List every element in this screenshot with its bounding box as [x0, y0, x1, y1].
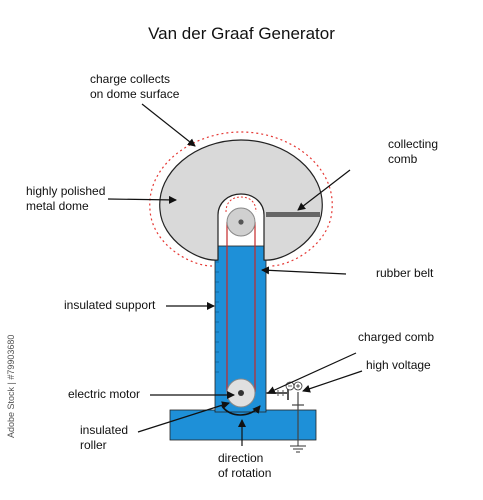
- diagram-title: Van der Graaf Generator: [148, 24, 335, 43]
- label-insulated-roller-2: roller: [80, 438, 107, 452]
- arrow-high-voltage: [302, 370, 363, 393]
- label-collecting-comb-1: collecting: [388, 137, 439, 151]
- label-rotation-1: direction: [218, 451, 264, 465]
- label-insulated-roller-1: insulated: [80, 423, 129, 437]
- ground-icon: [290, 440, 306, 453]
- metal-dome: [159, 139, 323, 261]
- leader-arrows: [107, 103, 363, 446]
- inner-charge-marks: [225, 196, 257, 213]
- top-roller-axle: [238, 219, 244, 225]
- collecting-comb: [266, 212, 320, 217]
- label-charged-comb: charged comb: [358, 330, 435, 344]
- arrow-charged-comb: [267, 352, 357, 394]
- label-collecting-comb-2: comb: [388, 152, 418, 166]
- label-electric-motor: electric motor: [68, 387, 141, 401]
- arrow-collecting-comb: [297, 169, 351, 211]
- dome-charge-marks: [149, 131, 333, 267]
- label-charge-collects-2: on dome surface: [90, 87, 180, 101]
- label-polished-dome-2: metal dome: [26, 199, 89, 213]
- support-ticks: [215, 261, 219, 373]
- arrow-rubber-belt: [261, 266, 347, 275]
- label-high-voltage: high voltage: [366, 358, 431, 372]
- stock-watermark-id: Adobe Stock | #79903680: [6, 334, 16, 438]
- label-charge-collects-1: charge collects: [90, 72, 171, 86]
- arrow-insulated-roller: [137, 401, 230, 433]
- label-rubber-belt: rubber belt: [376, 266, 434, 280]
- label-insulated-support: insulated support: [64, 298, 156, 312]
- arrow-polished-dome: [107, 195, 177, 204]
- arrow-charge-collects: [141, 103, 196, 147]
- label-rotation-2: of rotation: [218, 466, 272, 480]
- motor-axle: [238, 390, 244, 396]
- label-polished-dome-1: highly polished: [26, 184, 106, 198]
